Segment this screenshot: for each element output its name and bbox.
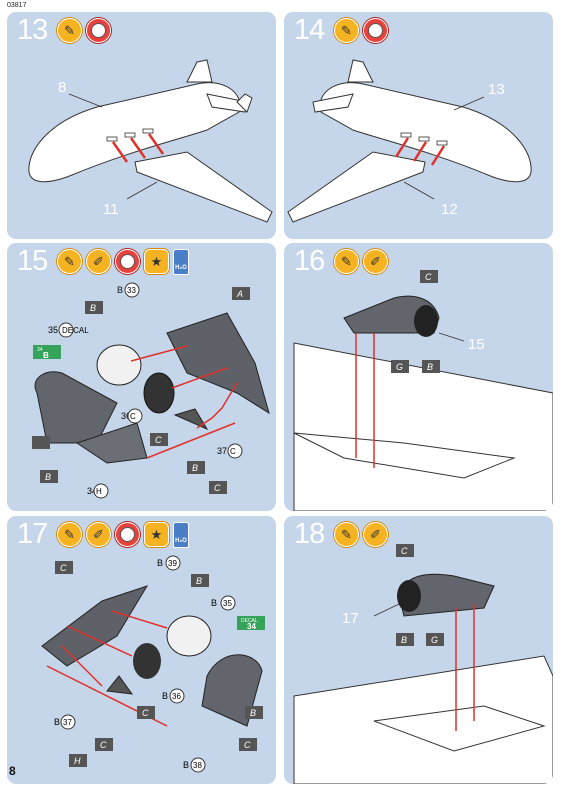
glue-icon: ✐ bbox=[86, 522, 111, 547]
part-label: C bbox=[142, 708, 149, 718]
part-label: C bbox=[60, 563, 67, 573]
step-number: 17 bbox=[17, 518, 48, 550]
step-18-illustration: C 17 B G bbox=[293, 544, 553, 784]
glue-icon: ✎ bbox=[57, 18, 82, 43]
water-bottle-icon: H₂O bbox=[173, 249, 189, 275]
part-label: B bbox=[250, 708, 256, 718]
part-label: B bbox=[196, 576, 202, 586]
part-label: B bbox=[401, 635, 407, 645]
part-label: B bbox=[162, 691, 168, 701]
part-label: G bbox=[431, 635, 438, 645]
part-label: B bbox=[211, 598, 217, 608]
step-number: 14 bbox=[294, 14, 325, 46]
step-14-illustration: 13 12 bbox=[287, 59, 532, 223]
part-label: 36 bbox=[121, 411, 131, 421]
water-bottle-icon: H₂O bbox=[173, 522, 189, 548]
step-13-illustration: 8 11 bbox=[28, 59, 273, 223]
step-number: 15 bbox=[17, 245, 48, 277]
step-icons: ✎ ✐ bbox=[334, 249, 388, 274]
drying-time-icon bbox=[115, 249, 140, 274]
step-16-illustration: C G B 15 bbox=[293, 270, 553, 511]
part-label: DECAL bbox=[62, 326, 89, 335]
step-icons: ✎ ✐ bbox=[334, 522, 388, 547]
part-label: H bbox=[96, 487, 102, 496]
part-label: H bbox=[74, 756, 81, 766]
drying-time-icon bbox=[115, 522, 140, 547]
step-number: 18 bbox=[294, 518, 325, 550]
step-number: 13 bbox=[17, 14, 48, 46]
part-label: 34 bbox=[247, 622, 256, 631]
step-18-panel: 18 ✎ ✐ C 17 B G bbox=[284, 516, 553, 784]
part-label: B bbox=[45, 472, 51, 482]
step-icons: ✎ bbox=[334, 18, 388, 43]
step-number: 16 bbox=[294, 245, 325, 277]
part-label: B bbox=[54, 717, 60, 727]
part-label: G bbox=[396, 362, 403, 372]
part-label: 13 bbox=[488, 81, 505, 98]
part-label: C bbox=[401, 546, 408, 556]
glue-icon: ✐ bbox=[363, 522, 388, 547]
part-label: C bbox=[100, 740, 107, 750]
part-label: 33 bbox=[127, 286, 136, 295]
part-label: C bbox=[230, 447, 236, 456]
part-label: DECAL bbox=[241, 618, 258, 624]
part-label: B bbox=[192, 463, 198, 473]
decal-icon: ★ bbox=[144, 249, 169, 274]
part-label: B bbox=[90, 303, 96, 313]
part-label: 34 bbox=[87, 486, 97, 496]
step-icons: ✎ bbox=[57, 18, 111, 43]
page-number: 8 bbox=[9, 764, 16, 778]
part-label: 38 bbox=[193, 761, 202, 770]
part-label: 8 bbox=[58, 79, 66, 96]
step-icons: ✎ ✐ ★ H₂O bbox=[57, 249, 189, 275]
part-label: 37 bbox=[63, 718, 72, 727]
part-label: 11 bbox=[103, 201, 119, 218]
part-label: C bbox=[244, 740, 251, 750]
brush-icon: ✎ bbox=[334, 249, 359, 274]
part-label: 17 bbox=[342, 610, 359, 627]
part-label: 36 bbox=[172, 692, 181, 701]
brush-icon: ✎ bbox=[57, 249, 82, 274]
part-label: C bbox=[155, 435, 162, 445]
part-label: 35 bbox=[223, 599, 232, 608]
part-label: B bbox=[427, 362, 433, 372]
part-label: B bbox=[157, 558, 163, 568]
brush-icon: ✎ bbox=[57, 522, 82, 547]
drying-time-icon bbox=[86, 18, 111, 43]
part-label: B bbox=[43, 351, 49, 360]
part-label: 34 bbox=[37, 347, 43, 353]
part-label: 39 bbox=[168, 559, 177, 568]
step-13-panel: 13 ✎ 8 11 bbox=[7, 12, 276, 239]
decal-icon: ★ bbox=[144, 522, 169, 547]
glue-icon: ✐ bbox=[86, 249, 111, 274]
part-label: C bbox=[214, 483, 221, 493]
brush-icon: ✎ bbox=[334, 522, 359, 547]
product-code: 03817 bbox=[7, 2, 27, 9]
part-label: A bbox=[236, 289, 243, 299]
part-label: 35 bbox=[48, 325, 58, 335]
part-label: 15 bbox=[468, 336, 485, 353]
part-label: C bbox=[425, 272, 432, 282]
part-label: 37 bbox=[217, 446, 227, 456]
part-label: B bbox=[117, 285, 123, 295]
part-label: C bbox=[130, 412, 136, 421]
glue-icon: ✐ bbox=[363, 249, 388, 274]
part-label: B bbox=[183, 760, 189, 770]
glue-icon: ✎ bbox=[334, 18, 359, 43]
step-icons: ✎ ✐ ★ H₂O bbox=[57, 522, 189, 548]
step-14-panel: 14 ✎ 13 12 bbox=[284, 12, 553, 239]
step-16-panel: 16 ✎ ✐ C G B 15 bbox=[284, 243, 553, 511]
drying-time-icon bbox=[363, 18, 388, 43]
part-label: 12 bbox=[441, 201, 458, 218]
